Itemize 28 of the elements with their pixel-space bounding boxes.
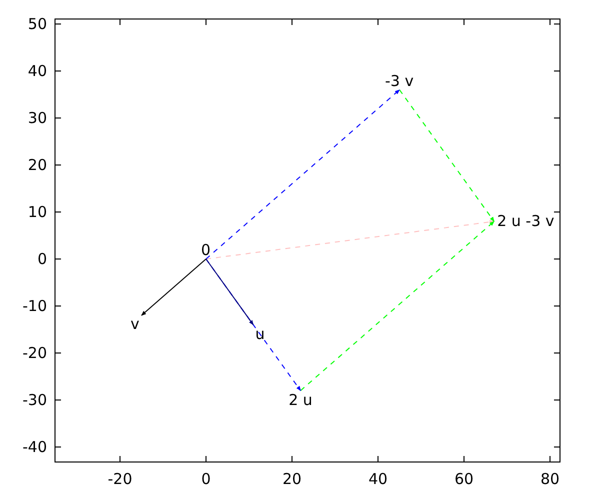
tick-label: 40: [368, 470, 388, 488]
vector-label: v: [130, 317, 140, 332]
tick-label: -20: [22, 344, 47, 362]
tick-label: 50: [28, 15, 47, 33]
vector-label: 2 u -3 v: [497, 214, 554, 229]
tick-label: -10: [22, 297, 47, 315]
vector-label: -3 v: [385, 74, 414, 89]
vector-arrow: [206, 258, 254, 326]
tick-label: 30: [28, 109, 47, 127]
vector-arrow: [399, 89, 495, 222]
vector-label: 0: [201, 243, 211, 258]
tick-label: 10: [28, 203, 47, 221]
tick-label: 60: [454, 470, 474, 488]
tick-label: 20: [28, 156, 47, 174]
vector-label: 2 u: [288, 392, 312, 408]
vector-arrow: [206, 220, 495, 260]
tick-label: -40: [22, 438, 47, 456]
tick-label: -30: [22, 391, 47, 409]
vector-arrow: [141, 258, 206, 316]
vector-arrow: [206, 89, 400, 260]
vector-arrow: [300, 220, 495, 392]
tick-label: 0: [201, 470, 211, 488]
tick-label: 0: [37, 250, 47, 268]
tick-label: 80: [540, 470, 560, 488]
tick-label: 20: [282, 470, 302, 488]
tick-label: -20: [108, 470, 132, 488]
vector-label: u: [255, 326, 265, 342]
tick-label: 40: [28, 62, 47, 80]
